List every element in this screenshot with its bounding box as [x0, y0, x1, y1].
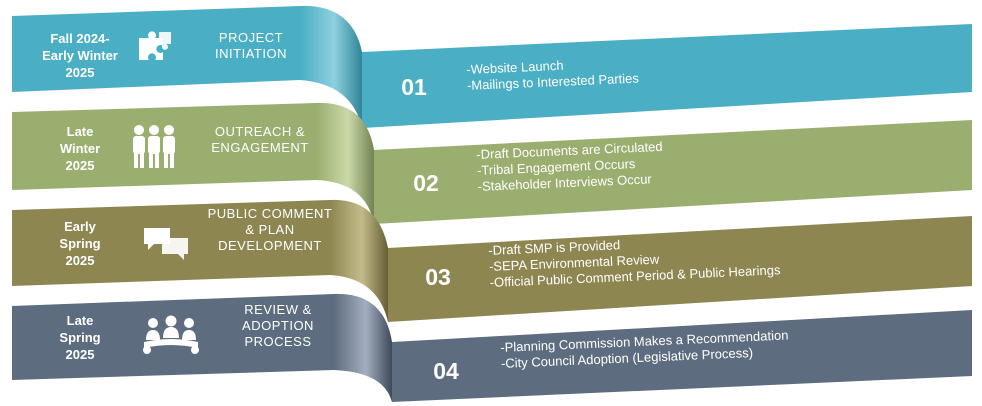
period-line: 2025 — [65, 253, 95, 268]
phase-label: PUBLIC COMMENT & PLAN DEVELOPMENT — [200, 206, 340, 254]
period-line: Late — [66, 124, 94, 139]
phase-line: OUTREACH & — [214, 124, 306, 139]
phase-line: PROCESS — [244, 334, 312, 349]
period-line: Early — [64, 219, 96, 234]
phase-line: ADOPTION — [242, 318, 314, 333]
period-line: Spring — [59, 236, 101, 251]
stage-number: 04 — [433, 358, 459, 384]
phase-line: INITIATION — [215, 46, 287, 61]
period-label: Late Winter 2025 — [44, 123, 116, 174]
period-label: Fall 2024- Early Winter 2025 — [30, 30, 130, 81]
phase-label: PROJECT INITIATION — [196, 30, 306, 62]
ribbon-right-band — [388, 216, 972, 322]
phase-label: OUTREACH & ENGAGEMENT — [200, 124, 320, 156]
ribbon-right-band — [362, 24, 972, 128]
period-line: Early Winter — [42, 48, 118, 63]
stage-number: 02 — [413, 170, 439, 196]
ribbon-right-band — [392, 310, 972, 402]
period-line: Winter — [59, 141, 101, 156]
period-line: Fall 2024- — [50, 31, 110, 46]
puzzle-icon — [139, 31, 171, 60]
stage-items: -Draft Documents are Circulated -Tribal … — [476, 139, 664, 195]
period-line: 2025 — [65, 65, 95, 80]
phase-label: REVIEW & ADOPTION PROCESS — [228, 302, 328, 350]
ribbon-fold — [300, 5, 362, 129]
phase-line: REVIEW & — [244, 302, 312, 317]
period-label: Late Spring 2025 — [44, 312, 116, 363]
period-line: Spring — [59, 330, 101, 345]
meeting-table-icon — [143, 315, 199, 354]
stage-number: 03 — [425, 264, 451, 290]
people-group-icon — [133, 125, 175, 168]
period-line: Late — [66, 313, 94, 328]
ribbon-fold — [330, 199, 388, 322]
period-label: Early Spring 2025 — [44, 218, 116, 269]
stage-number: 01 — [401, 74, 427, 100]
phase-line: PROJECT — [218, 30, 284, 45]
ribbon-fold — [334, 293, 392, 402]
ribbon-fold — [316, 102, 374, 224]
period-line: 2025 — [65, 158, 95, 173]
period-line: 2025 — [65, 347, 95, 362]
ribbon-right-band — [374, 120, 972, 224]
phase-line: DEVELOPMENT — [218, 238, 322, 253]
speech-bubbles-icon — [144, 228, 188, 260]
phase-line: & PLAN — [245, 222, 295, 237]
phase-line: ENGAGEMENT — [211, 140, 309, 155]
phase-line: PUBLIC COMMENT — [207, 206, 333, 221]
